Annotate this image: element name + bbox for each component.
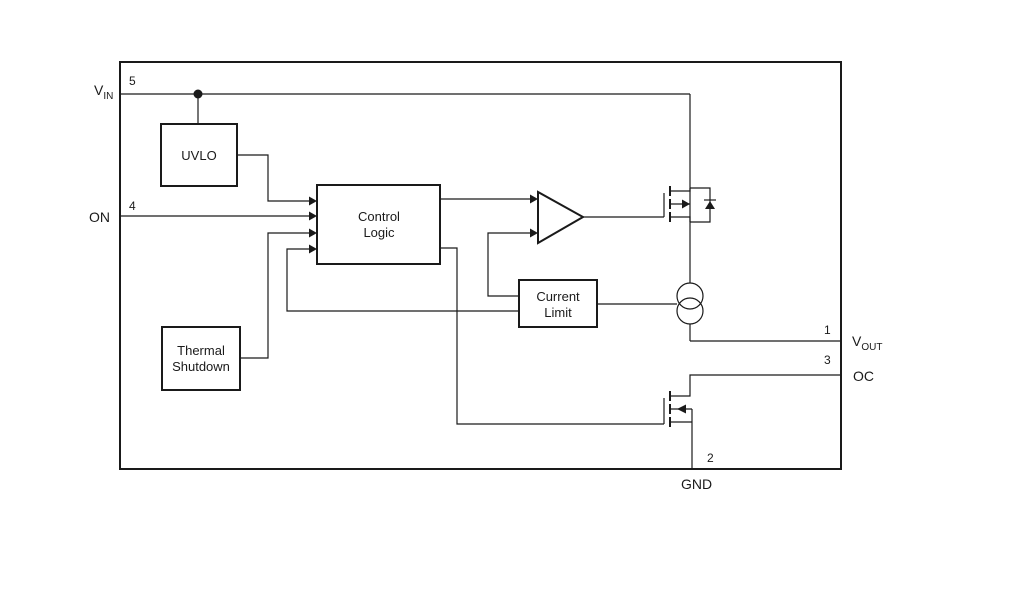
current-sense-element [676, 282, 704, 325]
current-limit-to-amp-wire [487, 232, 531, 297]
chip-outline [119, 61, 842, 470]
uvlo-arrowhead [309, 196, 317, 206]
current-limit-to-amp-arrowhead [530, 228, 538, 238]
thermal-shutdown-label-line1: Thermal [177, 343, 225, 358]
current-limit-block: Current Limit [518, 279, 598, 328]
thermal-shutdown-block: Thermal Shutdown [161, 326, 241, 391]
oc-label: OC [853, 368, 874, 384]
driver-amplifier [537, 190, 586, 245]
vout-label: VOUT [852, 333, 882, 353]
current-limit-label-line2: Limit [544, 305, 572, 320]
gnd-pin-number: 2 [707, 451, 714, 465]
logic-to-amp-arrowhead [530, 194, 538, 204]
control-logic-block: Control Logic [316, 184, 441, 265]
vin-label: VIN [94, 82, 113, 102]
thermal-shutdown-label-line2: Shutdown [172, 359, 230, 374]
uvlo-block: UVLO [160, 123, 238, 187]
current-limit-arrowhead [309, 244, 317, 254]
control-logic-label-line2: Logic [363, 225, 395, 240]
oc-mosfet [663, 374, 841, 469]
vin-pin-number: 5 [129, 74, 136, 88]
uvlo-to-logic-wire [237, 154, 310, 202]
current-limit-to-logic-wire [286, 248, 519, 312]
thermal-arrowhead [309, 228, 317, 238]
high-side-mosfet [663, 186, 716, 223]
vin-label-sub: IN [103, 91, 113, 102]
gnd-label: GND [681, 476, 712, 492]
vout-pin-number: 1 [824, 323, 831, 337]
uvlo-label: UVLO [181, 148, 216, 163]
thermal-to-logic-wire [240, 232, 310, 359]
current-limit-label-line1: Current [536, 289, 580, 304]
on-arrowhead [309, 211, 317, 221]
on-pin-number: 4 [129, 199, 136, 213]
logic-to-oc-gate-wire [440, 247, 664, 425]
oc-pin-number: 3 [824, 353, 831, 367]
vout-label-main: V [852, 333, 862, 349]
on-label: ON [89, 209, 110, 225]
vout-label-sub: OUT [861, 342, 882, 353]
vin-label-main: V [94, 82, 104, 98]
control-logic-label-line1: Control [358, 209, 400, 224]
